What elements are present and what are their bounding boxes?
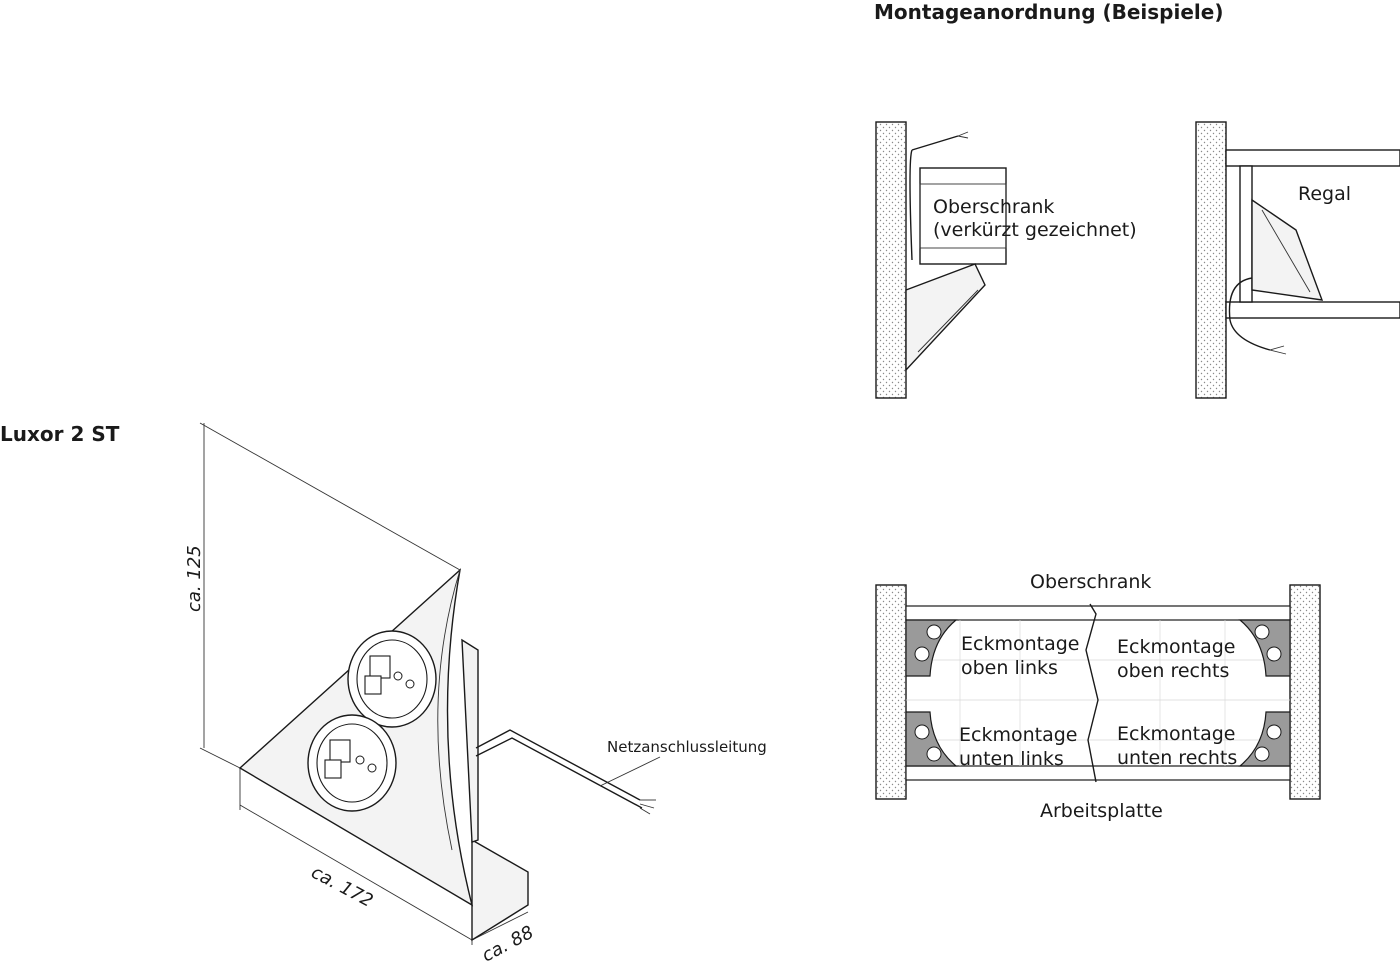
top-left-label-1: Eckmontage [961,633,1079,655]
top-left-label-2: oben links [961,657,1058,679]
cable-label: Netzanschlussleitung [607,738,767,756]
bottom-right-label-1: Eckmontage [1117,723,1235,745]
corner-bottom-label: Arbeitsplatte [1040,800,1163,822]
shelf-label: Regal [1298,183,1351,205]
height-extension-bottom [199,747,241,769]
wall-left-3 [875,584,907,800]
example-shelf [1195,121,1400,399]
lamp-unit-1 [905,263,986,372]
break-line [1085,603,1099,783]
cable-1 [909,149,913,261]
bottom-left-label-1: Eckmontage [959,724,1077,746]
product-drawing [199,422,661,945]
example-wall-cabinet [875,121,1007,399]
dim-height-label: ca. 125 [184,545,205,612]
lamp-top-left [905,619,958,677]
cabinet-label-2: (verkürzt gezeichnet) [933,219,1137,241]
socket-upper [347,630,437,728]
top-right-label-2: oben rechts [1117,660,1229,682]
shelf-bottom [1225,301,1400,319]
mounting-title: Montageanordnung (Beispiele) [874,0,1223,24]
housing-back-edge [461,638,479,843]
height-extension-top [199,422,461,571]
dim-width-label: ca. 172 [308,862,377,912]
wall-right-3 [1289,584,1321,800]
power-cable [475,729,641,801]
cabinet-label-1: Oberschrank [933,196,1054,218]
product-title: Luxor 2 ST [0,422,120,446]
corner-top-label: Oberschrank [1030,571,1151,593]
depth-dimension-line [471,911,529,941]
cable-2 [1228,277,1271,351]
socket-lower [307,714,397,812]
shelf-top [1225,149,1400,167]
wall-left-1 [875,121,907,399]
top-right-label-1: Eckmontage [1117,636,1235,658]
worktop-band [905,765,1291,781]
bottom-left-label-2: unten links [959,748,1064,770]
cable-leader-line [599,756,661,787]
housing-curve [437,569,461,851]
corner-mounting-diagram [875,584,1321,800]
lamp-unit-2 [1251,198,1324,301]
lamp-top-right [1238,619,1291,677]
bottom-right-label-2: unten rechts [1117,747,1237,769]
width-dimension-line [239,804,473,941]
housing-side [471,838,529,942]
tile-grid [906,620,1290,766]
upper-cabinet-band [905,605,1291,621]
wall-left-2 [1195,121,1227,399]
